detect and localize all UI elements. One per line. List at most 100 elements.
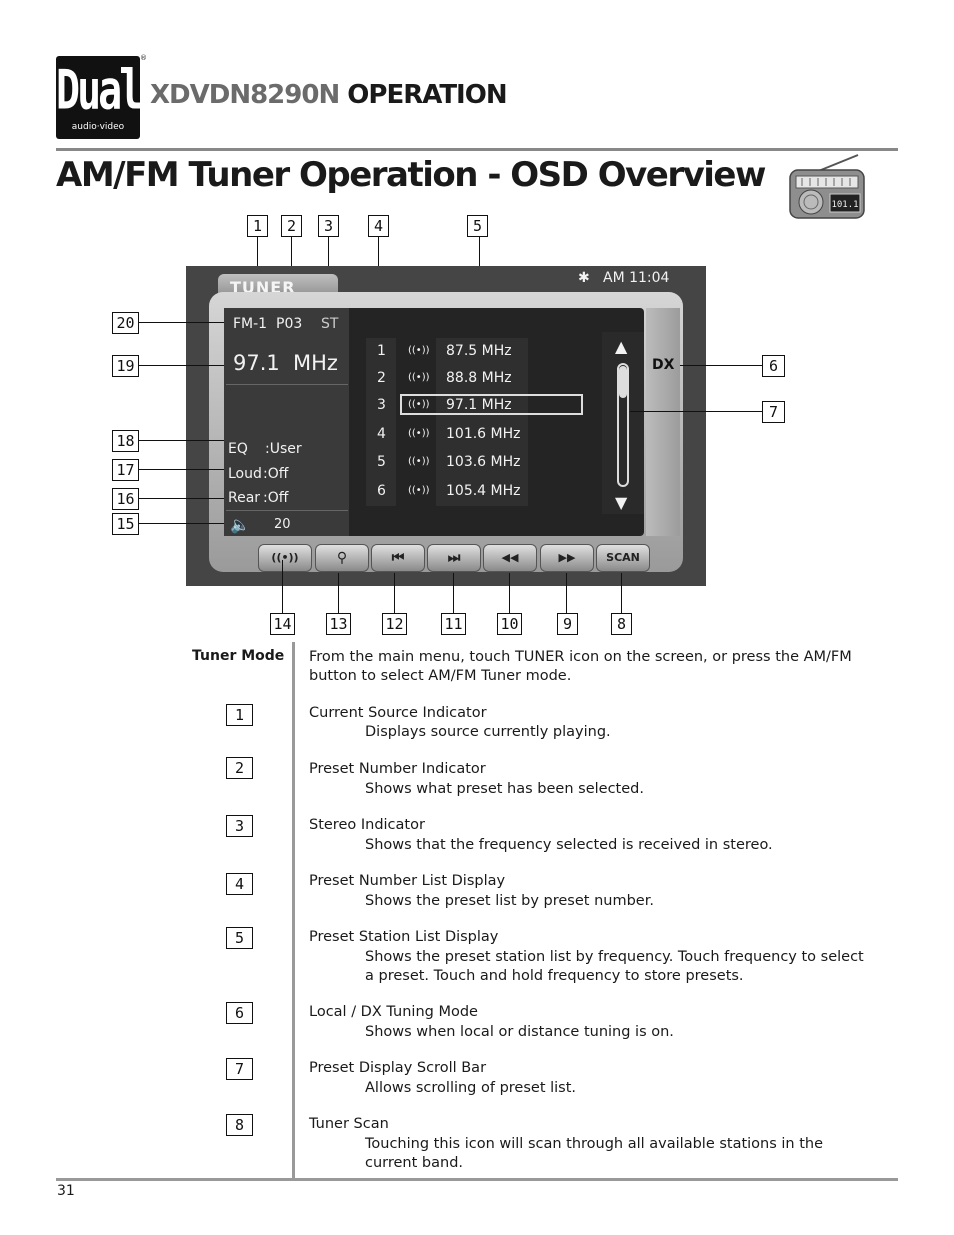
item-body: Shows the preset list by preset number.	[365, 893, 654, 909]
item-title: Stereo Indicator	[309, 817, 425, 833]
callout-line-7	[630, 411, 762, 412]
section-divider	[292, 642, 295, 1178]
callout-line-18	[138, 440, 224, 441]
preset-indicator: P03	[276, 316, 303, 332]
info-panel	[224, 308, 349, 536]
logo-text: Dual	[56, 60, 143, 123]
callout-5: 5	[467, 215, 488, 237]
rewind-button[interactable]: ◀◀	[483, 544, 537, 572]
callout-10: 10	[497, 613, 522, 635]
callout-line-10	[509, 573, 510, 613]
dx-indicator[interactable]: DX	[652, 357, 675, 373]
preset-number[interactable]: 4	[377, 426, 386, 442]
preset-number[interactable]: 6	[377, 483, 386, 499]
callout-line-12	[394, 573, 395, 613]
callout-15: 15	[112, 513, 139, 535]
mode-tab-strip	[646, 308, 680, 536]
loud-label: Loud	[228, 466, 262, 482]
antenna-icon: ((•))	[408, 456, 430, 467]
preset-number[interactable]: 5	[377, 454, 386, 470]
header-title: XDVDN8290N OPERATION	[150, 80, 508, 110]
callout-13: 13	[326, 613, 351, 635]
item-title: Preset Number List Display	[309, 873, 506, 889]
item-number: 3	[226, 815, 253, 837]
callout-4: 4	[368, 215, 389, 237]
item-body: Shows what preset has been selected.	[365, 781, 644, 797]
info-divider	[226, 384, 348, 385]
item-title: Preset Display Scroll Bar	[309, 1060, 487, 1076]
callout-2: 2	[281, 215, 302, 237]
antenna-icon: ((•))	[408, 428, 430, 439]
radio-icon-display: 101.1	[831, 200, 858, 210]
search-button[interactable]: ⚲	[315, 544, 369, 572]
callout-line-19	[138, 365, 224, 366]
volume-level: 20	[274, 517, 291, 532]
speaker-icon[interactable]: 🔈	[230, 515, 250, 534]
registered-mark: ®	[140, 54, 147, 62]
preset-frequency[interactable]: 101.6 MHz	[446, 426, 521, 442]
bluetooth-icon: ✱	[578, 270, 590, 286]
callout-line-17	[138, 469, 224, 470]
band-indicator: FM-1	[233, 316, 268, 332]
radio-icon: 101.1	[789, 154, 865, 219]
skip-back-button[interactable]: ⏮	[371, 544, 425, 572]
callout-3: 3	[318, 215, 339, 237]
dual-logo: Dual audio·video	[56, 56, 143, 139]
callout-line-13	[338, 573, 339, 613]
selected-preset-highlight	[400, 394, 583, 415]
callout-line-15	[138, 523, 224, 524]
preset-frequency[interactable]: 87.5 MHz	[446, 343, 512, 359]
antenna-icon: ((•))	[408, 399, 430, 410]
skip-forward-button[interactable]: ⏭	[427, 544, 481, 572]
preset-frequency[interactable]: 88.8 MHz	[446, 370, 512, 386]
preset-frequency[interactable]: 97.1 MHz	[446, 397, 512, 413]
callout-14: 14	[270, 613, 295, 635]
rear-value: :Off	[263, 490, 289, 506]
preset-number[interactable]: 2	[377, 370, 386, 386]
tuner-mode-label: Tuner Mode	[192, 648, 285, 664]
preset-number[interactable]: 3	[377, 397, 386, 413]
callout-1: 1	[247, 215, 268, 237]
item-number: 5	[226, 927, 253, 949]
item-body: Shows when local or distance tuning is o…	[365, 1024, 674, 1040]
eq-value: :User	[265, 441, 302, 457]
section-name: OPERATION	[347, 80, 507, 110]
item-body: Displays source currently playing.	[365, 724, 611, 740]
callout-7: 7	[762, 401, 785, 423]
item-number: 7	[226, 1058, 253, 1080]
callout-9: 9	[557, 613, 578, 635]
preset-frequency[interactable]: 103.6 MHz	[446, 454, 521, 470]
preset-frequency[interactable]: 105.4 MHz	[446, 483, 521, 499]
item-body: Touching this icon will scan through all…	[365, 1136, 824, 1171]
header-rule	[56, 148, 898, 151]
callout-line-20	[138, 322, 224, 323]
item-title: Tuner Scan	[309, 1116, 389, 1132]
callout-11: 11	[441, 613, 466, 635]
item-body: Shows that the frequency selected is rec…	[365, 837, 773, 853]
page-title: AM/FM Tuner Operation - OSD Overview	[56, 155, 766, 195]
stereo-indicator: ST	[321, 316, 339, 332]
scroll-track[interactable]	[617, 363, 629, 487]
item-number: 6	[226, 1002, 253, 1024]
item-number: 8	[226, 1114, 253, 1136]
callout-12: 12	[382, 613, 407, 635]
tuner-mode-intro: From the main menu, touch TUNER icon on …	[309, 649, 852, 684]
scroll-up-arrow-icon[interactable]: ▲	[615, 337, 628, 356]
clock: AM 11:04	[603, 270, 670, 286]
scan-button[interactable]: SCAN	[596, 544, 650, 572]
item-number: 1	[226, 704, 253, 726]
callout-6: 6	[762, 355, 785, 377]
antenna-icon: ((•))	[408, 372, 430, 383]
item-body: Shows the preset station list by frequen…	[365, 949, 864, 984]
callout-line-1	[257, 236, 258, 276]
scroll-thumb[interactable]	[619, 366, 627, 398]
preset-number[interactable]: 1	[377, 343, 386, 359]
callout-line-8	[621, 573, 622, 613]
scroll-down-arrow-icon[interactable]: ▼	[615, 493, 628, 512]
antenna-button[interactable]: ((•))	[258, 544, 312, 572]
item-number: 4	[226, 873, 253, 895]
logo-subtext: audio·video	[71, 122, 125, 132]
fast-forward-button[interactable]: ▶▶	[540, 544, 594, 572]
callout-8: 8	[611, 613, 632, 635]
eq-label: EQ	[228, 441, 248, 457]
